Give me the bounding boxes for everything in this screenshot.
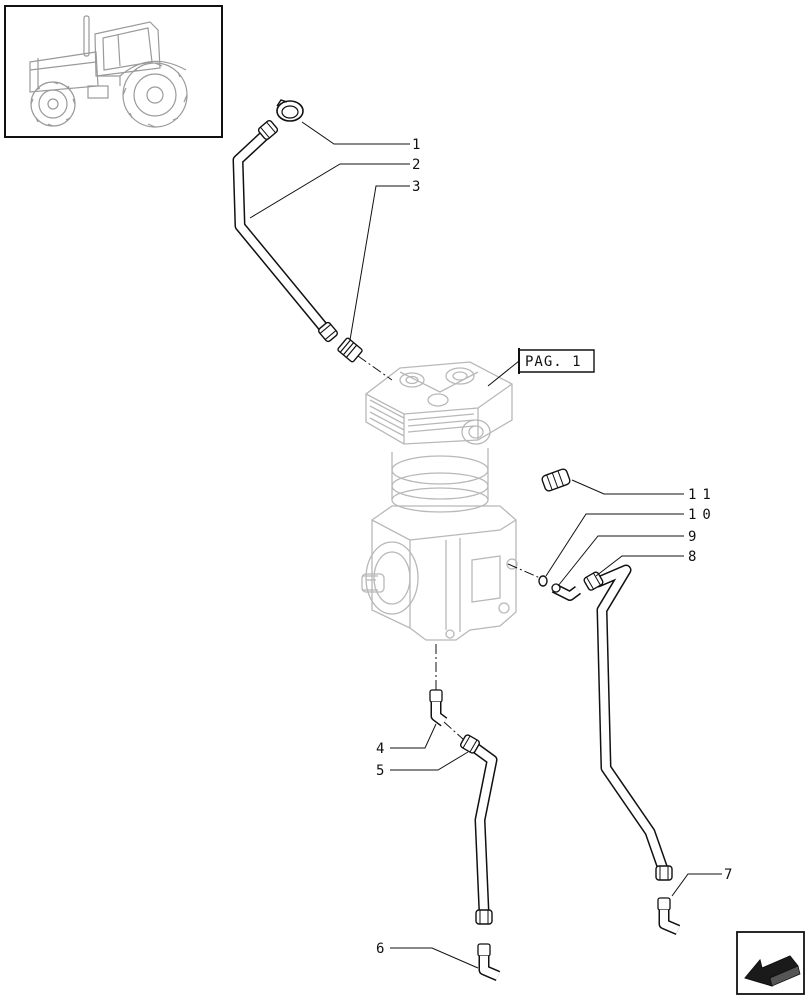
callout-labels: 1 2 3 4 5 6 7 8 9 10 11 (376, 137, 732, 957)
callout-3: 3 (412, 179, 420, 195)
callout-7: 7 (724, 867, 732, 883)
next-page-arrow-icon (744, 955, 801, 987)
callout-10: 10 (688, 507, 717, 523)
leader-lines (249, 121, 722, 969)
elbow-fitting-part-6 (477, 943, 501, 982)
air-compressor-phantom (361, 361, 518, 641)
seal-ring-part (538, 575, 548, 587)
oil-pipe-lower-right (583, 564, 673, 881)
union-fitting-part (541, 468, 571, 492)
callout-9: 9 (688, 529, 696, 545)
hose-clamp-part (276, 99, 304, 122)
oil-pipe-lower-left (459, 734, 498, 925)
elbow-fitting-part-4 (429, 689, 448, 727)
callout-5: 5 (376, 763, 384, 779)
callout-2: 2 (412, 157, 420, 173)
callout-1: 1 (412, 137, 420, 153)
callout-6: 6 (376, 941, 384, 957)
callout-4: 4 (376, 741, 384, 757)
elbow-fitting-part-7 (657, 897, 681, 936)
oil-pipe-upper (232, 120, 338, 343)
assembly-axis-lines (357, 355, 541, 741)
tractor-icon (29, 15, 188, 128)
callout-8: 8 (688, 549, 696, 565)
fitting-part (337, 337, 363, 363)
callout-11: 11 (688, 487, 717, 503)
elbow-fitting-part-9 (551, 583, 581, 601)
tractor-thumbnail (4, 5, 223, 138)
next-page-button[interactable] (736, 931, 805, 995)
page-reference[interactable]: PAG. 1 (487, 348, 595, 387)
page-reference-label: PAG. 1 (525, 354, 582, 370)
